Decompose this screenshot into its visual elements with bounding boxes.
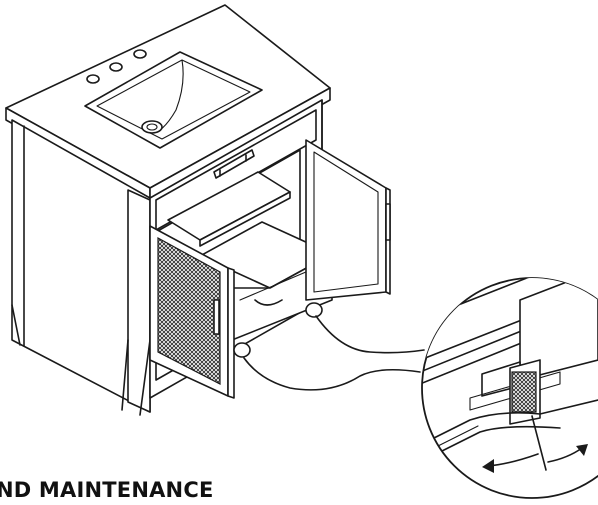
door-mesh-panel xyxy=(157,236,221,385)
drawer-handle xyxy=(213,149,255,179)
rotate-arrow-right-icon xyxy=(547,444,588,463)
detail-zoom-circle xyxy=(421,277,598,499)
right-door-handle xyxy=(385,203,391,241)
faucet-holes xyxy=(86,49,147,84)
callout-leader xyxy=(243,315,425,391)
hinge-markers xyxy=(233,302,323,358)
sink-basin xyxy=(84,51,263,149)
rotate-arrow-left-icon xyxy=(482,453,539,473)
left-door-handle xyxy=(213,299,220,335)
hinge-adjuster-screw xyxy=(511,371,537,413)
section-heading: ND MAINTENANCE xyxy=(0,478,214,502)
right-door xyxy=(305,139,391,301)
top-drawer xyxy=(155,109,317,231)
left-door xyxy=(149,225,235,399)
